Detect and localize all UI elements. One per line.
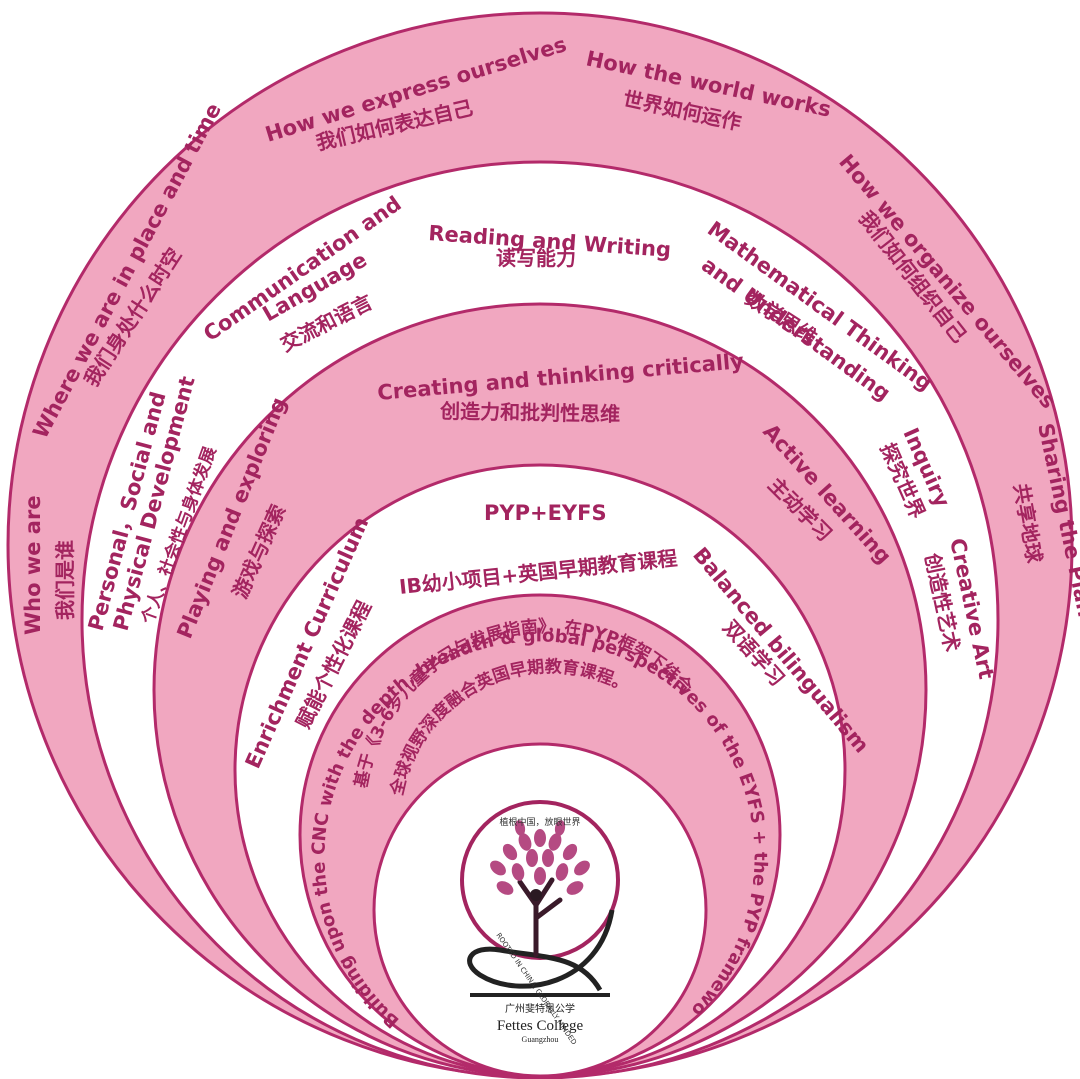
theme-who-en: Who we are [21, 495, 45, 635]
ring-center [372, 742, 708, 1078]
logo-school-zh: 广州斐特思公学 [505, 1002, 575, 1015]
area-reading-zh: 读写能力 [496, 246, 576, 270]
logo-school-en: Fettes College [497, 1018, 584, 1034]
tree-icon [490, 820, 590, 958]
logo-city: Guangzhou [522, 1035, 559, 1044]
pillar-pyp-en: PYP+EYFS [484, 501, 607, 525]
char-creating-zh: 创造力和批判性思维 [439, 399, 620, 426]
globe-swoosh-icon [467, 909, 615, 992]
logo-motto-zh: 植根中国，放眼世界 [499, 816, 580, 828]
school-logo: 植根中国，放眼世界 ROOTED IN CHINA, GLOBALLY MIND… [460, 800, 620, 1046]
theme-who-zh: 我们是谁 [53, 540, 77, 620]
